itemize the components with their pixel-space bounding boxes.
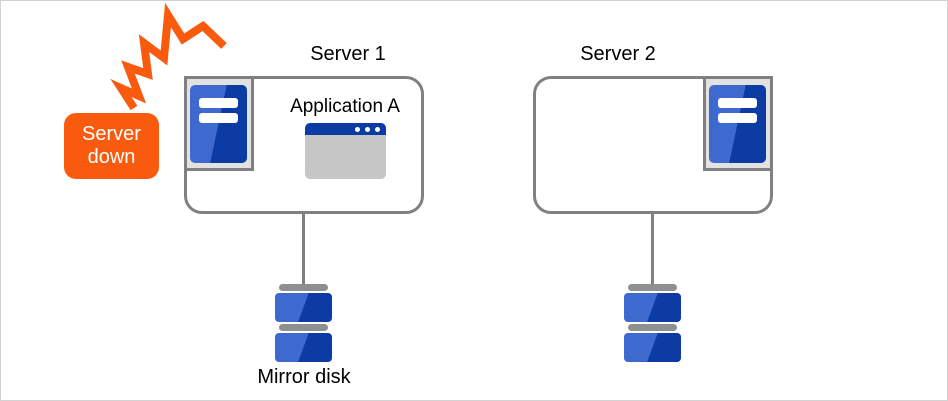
tower-slot xyxy=(199,113,238,123)
titlebar-dot xyxy=(355,126,360,132)
disk-stack-icon xyxy=(275,284,332,362)
server-tower-icon xyxy=(709,85,766,163)
disk-platter xyxy=(624,293,681,322)
app-window-icon xyxy=(305,123,386,179)
titlebar-dot xyxy=(375,126,380,132)
mirror-disk-label: Mirror disk xyxy=(257,366,351,388)
disk-platter xyxy=(275,293,332,322)
server1-label: Server 1 xyxy=(310,43,386,65)
server1-disk-connector xyxy=(302,214,305,284)
tower-slot xyxy=(718,113,757,123)
disk-cap xyxy=(279,324,328,331)
app-window-titlebar xyxy=(305,123,386,135)
app-window-body xyxy=(305,135,386,179)
tower-slot xyxy=(199,98,238,108)
server-down-badge: Server down xyxy=(64,113,159,179)
server2-label: Server 2 xyxy=(580,43,656,65)
impact-bolt-icon xyxy=(110,2,227,111)
server-down-label-line1: Server xyxy=(82,123,141,145)
server-tower-icon xyxy=(190,85,247,163)
disk-cap xyxy=(628,284,677,291)
disk-platter xyxy=(275,333,332,362)
disk-platter xyxy=(624,333,681,362)
server2-disk-connector xyxy=(651,214,654,284)
server2-tower-frame xyxy=(703,76,773,171)
server-down-label-line2: down xyxy=(87,146,136,168)
application-a-label: Application A xyxy=(290,96,400,117)
disk-cap xyxy=(279,284,328,291)
disk-stack-icon xyxy=(624,284,681,362)
disk-cap xyxy=(628,324,677,331)
titlebar-dot xyxy=(365,126,370,132)
tower-slot xyxy=(718,98,757,108)
server1-tower-frame xyxy=(184,76,254,171)
